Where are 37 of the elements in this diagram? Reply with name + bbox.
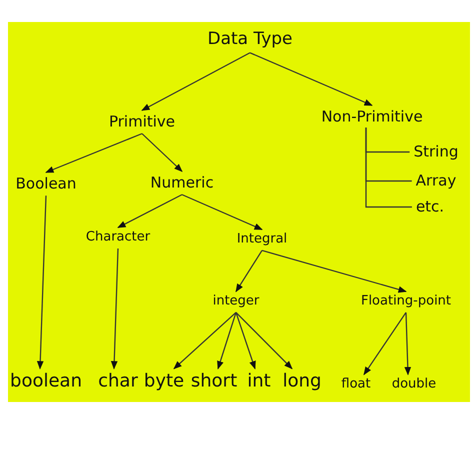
- node-label: integer: [212, 294, 260, 310]
- node-label: char: [97, 372, 139, 392]
- node-label: Integral: [236, 232, 288, 248]
- arrow: [142, 133, 183, 172]
- arrow: [110, 248, 119, 370]
- arrow: [235, 312, 256, 370]
- arrow: [45, 133, 142, 173]
- node-label: double: [390, 378, 438, 392]
- arrow: [236, 312, 293, 370]
- arrow: [117, 194, 182, 228]
- node-label: Non-Primitive: [320, 108, 424, 126]
- arrow: [36, 196, 47, 370]
- node-label: float: [340, 378, 372, 392]
- arrow: [364, 312, 406, 376]
- arrow: [404, 312, 412, 376]
- node-label: byte: [142, 372, 186, 392]
- arrow: [236, 250, 262, 292]
- node-label: etc.: [414, 198, 446, 216]
- arrow: [217, 312, 237, 370]
- node-label: Numeric: [149, 174, 215, 192]
- node-label: Array: [414, 172, 458, 190]
- node-label: Data Type: [206, 30, 294, 50]
- node-label: Boolean: [14, 175, 78, 193]
- node-label: int: [246, 372, 272, 392]
- arrow: [141, 52, 250, 111]
- node-label: String: [412, 143, 460, 161]
- node-label: Character: [84, 230, 152, 246]
- arrow: [182, 194, 263, 230]
- node-label: short: [190, 372, 238, 392]
- node-label: Floating-point: [360, 294, 452, 310]
- arrow: [262, 250, 407, 293]
- arrow: [250, 52, 373, 106]
- node-label: Primitive: [108, 113, 176, 131]
- arrow: [173, 312, 236, 370]
- bracket-line: [365, 128, 412, 208]
- node-label: long: [282, 372, 322, 392]
- node-label: boolean: [9, 372, 83, 392]
